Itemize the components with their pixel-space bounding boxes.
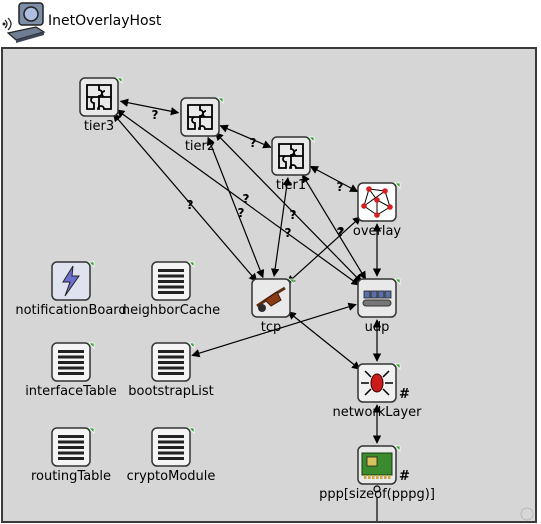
status-dot-icon	[88, 427, 95, 434]
module-label-udp: udp	[364, 320, 390, 335]
conveyor-icon	[357, 278, 401, 318]
module-ppp[interactable]	[357, 445, 401, 485]
module-label-neighborCache: neighborCache	[121, 303, 221, 318]
module-neighborCache[interactable]	[151, 261, 195, 301]
status-dot-icon	[394, 278, 401, 285]
module-tcp[interactable]	[251, 278, 295, 318]
module-tier2[interactable]	[180, 97, 224, 137]
connection-udp-bootstrapList[interactable]	[191, 302, 357, 358]
connection-tier1-tcp[interactable]	[270, 176, 292, 278]
wheelbarrow-icon	[251, 278, 295, 318]
puzzle-icon	[271, 136, 315, 176]
ppp-gate-dot	[373, 485, 381, 493]
module-udp[interactable]	[357, 278, 401, 318]
notification-board-icon	[51, 261, 95, 301]
status-dot-icon	[394, 445, 401, 452]
status-dot-icon	[288, 278, 295, 285]
connection-label: ?	[290, 208, 297, 222]
connection-tier1-overlay[interactable]	[309, 165, 359, 193]
puzzle-icon	[79, 77, 123, 117]
module-label-tier1: tier1	[275, 178, 307, 193]
list-icon	[51, 427, 95, 467]
module-routingTable[interactable]	[51, 427, 95, 467]
connection-tier2-tier1[interactable]	[219, 124, 272, 149]
status-dot-icon	[88, 342, 95, 349]
module-label-tier2: tier2	[184, 139, 216, 154]
host-title: InetOverlayHost	[48, 13, 162, 29]
status-dot-icon	[308, 136, 315, 143]
module-networkLayer[interactable]	[357, 363, 401, 403]
connection-overlay-tcp[interactable]	[286, 216, 362, 284]
connection-label: ?	[238, 206, 245, 220]
module-canvas[interactable]: ?????????? tier3 tier2 tier1 overlay tcp udp n…	[1, 47, 537, 523]
network-card-icon	[357, 445, 401, 485]
module-label-notificationBoard: notificationBoard	[15, 303, 127, 318]
status-dot-icon	[188, 342, 195, 349]
network-graph-icon	[357, 182, 401, 222]
module-label-bootstrapList: bootstrapList	[128, 384, 214, 399]
list-icon	[51, 342, 95, 382]
vector-mark-ppp: #	[399, 469, 410, 484]
module-label-interfaceTable: interfaceTable	[25, 384, 117, 399]
connection-label: ?	[152, 108, 159, 122]
connection-label: ?	[337, 180, 344, 194]
module-tier1[interactable]	[271, 136, 315, 176]
module-overlay[interactable]	[357, 182, 401, 222]
connection-tcp-networkLayer[interactable]	[287, 311, 361, 370]
module-interfaceTable[interactable]	[51, 342, 95, 382]
corner-mark-icon	[520, 507, 534, 521]
connection-tier3-tier2[interactable]	[119, 98, 180, 116]
module-notificationBoard[interactable]	[51, 261, 95, 301]
status-dot-icon	[116, 77, 123, 84]
puzzle-icon	[180, 97, 224, 137]
status-dot-icon	[217, 97, 224, 104]
connection-label: ?	[187, 198, 194, 212]
list-icon	[151, 427, 195, 467]
connection-layer: ??????????	[112, 98, 534, 521]
module-label-cryptoModule: cryptoModule	[126, 469, 216, 484]
host-header: InetOverlayHost	[0, 0, 541, 44]
module-label-networkLayer: networkLayer	[332, 405, 422, 420]
status-dot-icon	[188, 427, 195, 434]
module-cryptoModule[interactable]	[151, 427, 195, 467]
connection-label: ?	[338, 225, 345, 239]
module-label-tcp: tcp	[260, 320, 282, 335]
list-icon	[151, 342, 195, 382]
status-dot-icon	[188, 261, 195, 268]
status-dot-icon	[394, 182, 401, 189]
module-label-routingTable: routingTable	[30, 469, 112, 484]
connection-label: ?	[243, 192, 250, 206]
vector-mark-networkLayer: #	[399, 387, 410, 402]
laptop-host-icon	[2, 2, 46, 43]
connection-label: ?	[250, 136, 257, 150]
module-label-tier3: tier3	[83, 119, 115, 134]
module-label-overlay: overlay	[352, 224, 402, 239]
module-label-ppp: ppp[sizeof(pppg)]	[319, 487, 435, 502]
connection-label: ?	[285, 226, 292, 240]
router-icon	[357, 363, 401, 403]
module-tier3[interactable]	[79, 77, 123, 117]
status-dot-icon	[88, 261, 95, 268]
status-dot-icon	[394, 363, 401, 370]
module-bootstrapList[interactable]	[151, 342, 195, 382]
list-icon	[151, 261, 195, 301]
